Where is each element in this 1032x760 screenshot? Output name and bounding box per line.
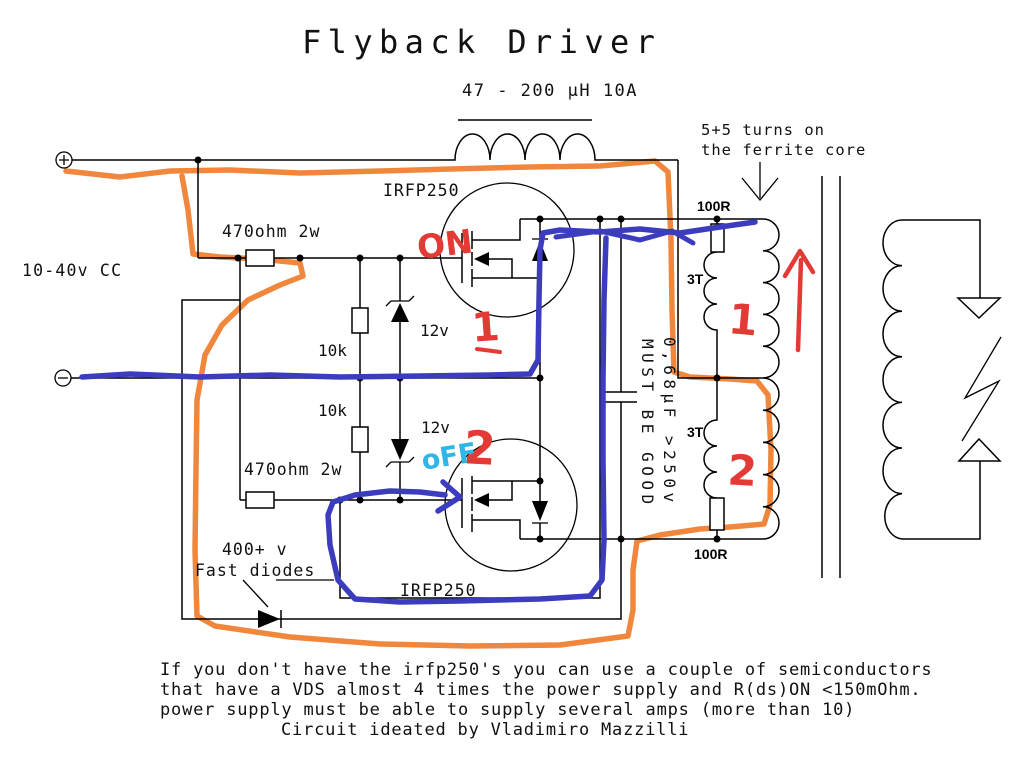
zener-12v-bottom xyxy=(385,378,415,500)
feedback-turns-top-label: 3T xyxy=(687,271,704,287)
spark-gap-electrode-top xyxy=(956,297,1002,320)
resistor-10k-top-label: 10k xyxy=(318,341,347,360)
footer-note: If you don't have the irfp250's you can … xyxy=(160,660,932,740)
fast-diode xyxy=(258,610,282,628)
resistor-470-top-label: 470ohm 2w xyxy=(222,222,320,241)
tank-cap-label-line2: MUST BE GOOD xyxy=(638,339,657,509)
resistor-470-bottom-label: 470ohm 2w xyxy=(244,460,342,479)
resistor-10k-bottom xyxy=(351,426,369,453)
winding-top-label: 1 xyxy=(727,294,760,345)
mosfet-q2-label: IRFP250 xyxy=(400,581,477,600)
resistor-100r-top-label: 100R xyxy=(697,198,730,214)
mosfet-q1-arrow xyxy=(474,252,489,266)
zener-12v-top xyxy=(385,258,415,378)
secondary-winding xyxy=(882,219,981,540)
spark-gap-electrode-bottom xyxy=(957,437,1002,462)
diode-note-line1: 400+ v xyxy=(222,540,288,559)
tank-cap-label-line1: 0,68μF >250v xyxy=(660,337,679,507)
footer-line3: power supply must be able to supply seve… xyxy=(160,700,855,720)
mosfet-q1-body-circle xyxy=(439,182,575,318)
choke-inductor xyxy=(72,119,678,161)
turns-note-arrow xyxy=(741,162,779,202)
mosfet-q2 xyxy=(444,378,578,572)
zener-bottom-label: 12v xyxy=(421,418,450,437)
red-annotations: ON 1 2 1 2 xyxy=(415,222,816,496)
turns-note-line1: 5+5 turns on xyxy=(701,121,825,139)
feedback-branch-bottom xyxy=(703,378,725,539)
footer-line2: that have a VDS almost 4 times the power… xyxy=(160,680,921,700)
state-on-label: ON xyxy=(415,222,475,267)
supply-label: 10-40v CC xyxy=(22,261,122,280)
schematic-labels: Flyback Driver 47 - 200 μH 10A 5+5 turns… xyxy=(22,23,866,600)
winding-bottom-label: 2 xyxy=(726,445,758,495)
page-title: Flyback Driver xyxy=(302,23,661,61)
half-top-label: 1 xyxy=(470,304,501,352)
orange-current-trace xyxy=(63,158,774,649)
resistor-10k-top xyxy=(351,307,369,334)
mosfet-q1 xyxy=(439,182,575,378)
red-up-arrow xyxy=(782,248,816,353)
choke-label: 47 - 200 μH 10A xyxy=(462,81,638,101)
resistor-100r-bottom-label: 100R xyxy=(694,546,727,562)
resistor-10k-bottom-label: 10k xyxy=(318,401,347,420)
enclosure-box xyxy=(181,299,622,628)
minus-terminal xyxy=(54,369,72,387)
half-bottom-label: 2 xyxy=(462,420,497,476)
spark-gap xyxy=(956,297,1002,462)
plus-terminal xyxy=(55,151,73,169)
resistor-470-top xyxy=(245,249,275,267)
feedback-branch-top xyxy=(703,219,725,378)
primary-winding xyxy=(762,218,780,540)
mosfet-q2-arrow xyxy=(474,493,489,507)
gate-network-bottom xyxy=(240,378,462,509)
cross-coupling-wire xyxy=(339,219,601,599)
ferrite-core xyxy=(821,176,841,578)
blue-current-trace xyxy=(79,219,758,605)
footer-credit: Circuit ideated by Vladimiro Mazzilli xyxy=(281,720,689,740)
blue-gate-arrowhead xyxy=(435,479,463,514)
feedback-turns-bottom-label: 3T xyxy=(687,424,704,440)
spark-bolt xyxy=(961,336,1002,442)
footer-line1: If you don't have the irfp250's you can … xyxy=(160,660,932,680)
diode-note-leader xyxy=(242,579,269,608)
resistor-100r-top xyxy=(710,223,725,253)
resistor-100r-bottom xyxy=(709,497,725,531)
mosfet-q2-body-diode xyxy=(532,481,548,539)
turns-note-line2: the ferrite core xyxy=(701,141,866,159)
diode-note-line2: Fast diodes xyxy=(195,561,315,580)
tank-capacitor xyxy=(605,219,637,539)
zener-top-label: 12v xyxy=(420,321,449,340)
center-tap-feed xyxy=(677,160,763,379)
mosfet-q1-label: IRFP250 xyxy=(383,181,460,200)
resistor-470-bottom xyxy=(245,491,275,509)
gate-network-top xyxy=(198,249,462,378)
